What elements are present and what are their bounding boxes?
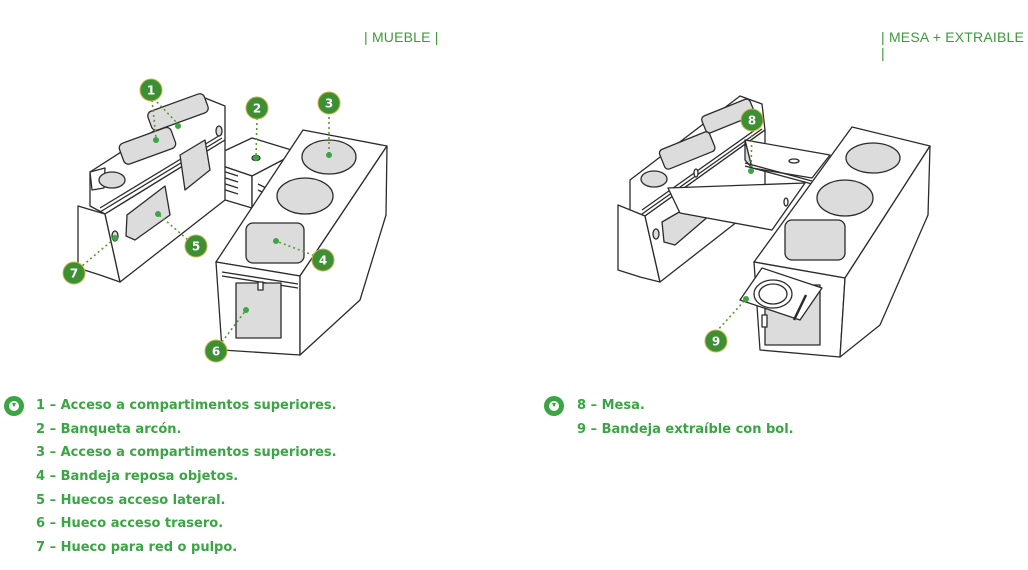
legend-item: 4 – Bandeja reposa objetos. xyxy=(36,469,239,485)
legend-mueble: 1 – Acceso a compartimentos superiores. … xyxy=(36,394,337,560)
legend-item: 9 – Bandeja extraíble con bol. xyxy=(577,421,794,437)
callout-9-label: 9 xyxy=(712,335,720,349)
right-cabinet-2 xyxy=(739,126,931,358)
callout-5: 5 xyxy=(184,234,208,258)
callout-5-label: 5 xyxy=(192,240,200,254)
section-title-mesa-text: MESA + EXTRAIBLE xyxy=(888,29,1025,45)
callout-2: 2 xyxy=(245,96,269,120)
left-cabinet xyxy=(77,93,226,283)
callout-4: 4 xyxy=(311,248,335,272)
illustration-mesa-extraible xyxy=(617,95,931,358)
callout-1-label: 1 xyxy=(147,84,155,98)
callout-1: 1 xyxy=(139,78,163,102)
callout-3-label: 3 xyxy=(325,97,333,111)
table-top xyxy=(667,139,831,231)
callout-8: 8 xyxy=(740,108,764,132)
left-leader-lines xyxy=(74,99,330,351)
illustration-mueble xyxy=(77,93,388,356)
callout-4-label: 4 xyxy=(319,254,327,268)
legend-item: 7 – Hueco para red o pulpo. xyxy=(36,540,238,556)
callout-6: 6 xyxy=(204,339,228,363)
legend-item: 8 – Mesa. xyxy=(577,398,645,413)
callout-6-label: 6 xyxy=(212,345,220,359)
download-circle-icon[interactable] xyxy=(4,396,24,416)
download-circle-icon[interactable] xyxy=(544,396,564,416)
section-title-mesa-extraible: | MESA + EXTRAIBLE | xyxy=(881,29,1025,61)
callout-8-label: 8 xyxy=(748,114,756,128)
callout-3: 3 xyxy=(317,91,341,115)
callout-7: 7 xyxy=(62,261,86,285)
legend-item: 2 – Banqueta arcón. xyxy=(36,421,182,437)
section-title-mueble-text: MUEBLE xyxy=(371,29,431,45)
legend-item: 3 – Acceso a compartimentos superiores. xyxy=(36,445,337,461)
legend-item: 5 – Huecos acceso lateral. xyxy=(36,492,226,508)
legend-mesa-extraible: 8 – Mesa. 9 – Bandeja extraíble con bol. xyxy=(577,394,794,441)
callout-7-label: 7 xyxy=(70,267,78,281)
legend-item: 6 – Hueco acceso trasero. xyxy=(36,516,224,532)
callout-2-label: 2 xyxy=(253,102,261,116)
legend-item: 1 – Acceso a compartimentos superiores. xyxy=(36,398,337,413)
callout-9: 9 xyxy=(704,329,728,353)
left-anchor-dots xyxy=(112,123,332,313)
section-title-mueble: | MUEBLE | xyxy=(364,29,439,45)
right-anchor-dots xyxy=(743,168,754,302)
right-leader-lines xyxy=(715,129,753,333)
